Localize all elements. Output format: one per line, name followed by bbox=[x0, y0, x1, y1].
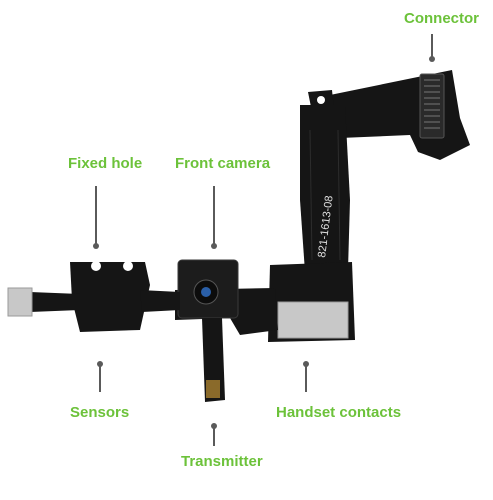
flex-trace-lines bbox=[309, 129, 341, 261]
mounting-tab-hole bbox=[317, 96, 325, 104]
main-flex-strip bbox=[300, 105, 350, 272]
sensors-leader-dot bbox=[97, 361, 103, 367]
sensor-to-camera-flex bbox=[140, 290, 180, 312]
fixed-hole-leader-dot bbox=[93, 243, 99, 249]
front-camera-leader-dot bbox=[211, 243, 217, 249]
left-metal-tab bbox=[7, 287, 33, 317]
label-front-camera: Front camera bbox=[175, 155, 271, 172]
sensor-bracket-hole-right bbox=[123, 261, 133, 271]
handset-metal-plate bbox=[277, 301, 349, 339]
label-fixed-hole: Fixed hole bbox=[68, 155, 143, 172]
connector-pins bbox=[424, 79, 440, 129]
left-flex-tail bbox=[30, 292, 80, 312]
label-transmitter: Transmitter bbox=[181, 453, 263, 470]
label-sensors: Sensors bbox=[70, 404, 130, 421]
connector-flex-strip bbox=[330, 70, 470, 160]
camera-lens bbox=[201, 287, 211, 297]
label-connector: Connector bbox=[404, 10, 479, 27]
sensor-bracket-hole-left bbox=[91, 261, 101, 271]
sensor-bracket bbox=[70, 262, 150, 332]
label-handset-contacts: Handset contacts bbox=[276, 404, 402, 421]
handset-contacts-leader-dot bbox=[303, 361, 309, 367]
transmitter-leader-dot bbox=[211, 423, 217, 429]
connector-leader-dot bbox=[429, 56, 435, 62]
transmitter-pad bbox=[206, 380, 220, 398]
